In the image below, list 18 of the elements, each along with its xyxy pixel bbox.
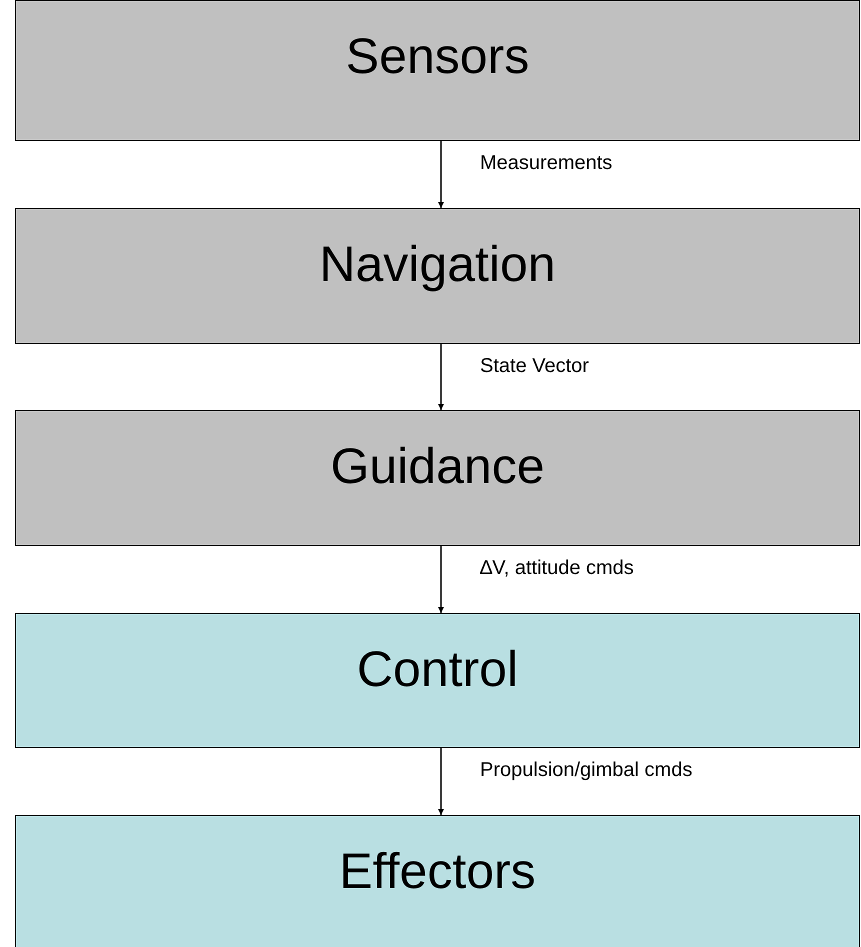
box-title: Navigation — [319, 237, 556, 292]
edge-label: Propulsion/gimbal cmds — [480, 759, 692, 782]
process-box — [15, 815, 860, 947]
arrow — [438, 546, 444, 613]
process-box — [15, 0, 860, 141]
arrow — [438, 141, 444, 208]
edge-label: ∆V, attitude cmds — [480, 557, 634, 580]
process-box — [15, 410, 860, 546]
process-box — [15, 208, 860, 344]
arrow — [438, 344, 444, 410]
edge-label: Measurements — [480, 152, 612, 175]
edge-label: State Vector — [480, 355, 589, 378]
process-box — [15, 613, 860, 748]
box-title: Effectors — [339, 844, 536, 899]
box-title: Sensors — [346, 29, 530, 84]
box-title: Guidance — [330, 439, 545, 494]
arrow — [438, 748, 444, 815]
box-title: Control — [356, 642, 518, 697]
